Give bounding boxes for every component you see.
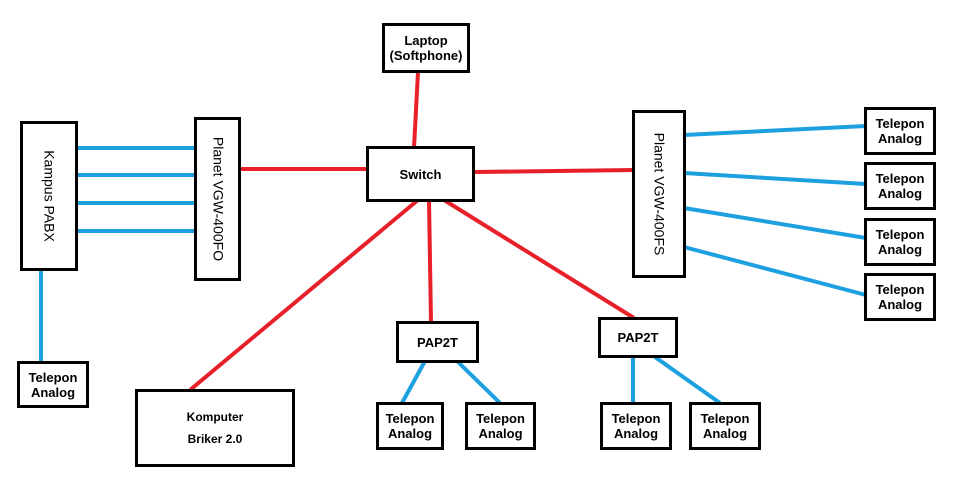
link-vgw400fs-telepon-1: [683, 124, 867, 137]
planet-vgw-400fo-node: Planet VGW-400FO: [194, 117, 241, 281]
link-pap2t1-telepon-2: [455, 359, 502, 405]
telepon-label: Telepon: [385, 411, 435, 426]
planet-vgw-400fo-label: Planet VGW-400FO: [210, 136, 227, 262]
link-switch-komputer: [188, 198, 420, 392]
link-switch-vgw400fs: [473, 168, 635, 174]
ethernet-links: [188, 71, 636, 392]
switch-node: Switch: [366, 146, 475, 202]
pap2t-label: PAP2T: [617, 330, 659, 345]
link-switch-pap2t-2: [442, 198, 636, 320]
komputer-sublabel: Briker 2.0: [187, 432, 243, 446]
analog-label: Analog: [613, 426, 659, 441]
link-vgw400fs-telepon-3: [683, 206, 867, 240]
pap2t-node-2: PAP2T: [598, 317, 678, 358]
telepon-label: Telepon: [875, 227, 925, 242]
analog-label: Analog: [877, 297, 923, 312]
laptop-sublabel: (Softphone): [389, 48, 463, 63]
analog-label: Analog: [702, 426, 748, 441]
telepon-label: Telepon: [476, 411, 525, 426]
analog-label: Analog: [478, 426, 523, 441]
analog-label: Analog: [30, 384, 76, 400]
telepon-label: Telepon: [700, 411, 750, 426]
link-pap2t2-telepon-2: [653, 355, 722, 405]
telepon-label: Telepon: [875, 171, 925, 186]
analog-label: Analog: [877, 186, 923, 201]
link-laptop-switch: [412, 71, 420, 149]
analog-label: Analog: [877, 131, 923, 146]
switch-label: Switch: [399, 166, 442, 182]
telepon-label: Telepon: [28, 369, 78, 385]
planet-vgw-400fs-node: Planet VGW-400FS: [632, 110, 686, 278]
komputer-label: Komputer: [186, 410, 244, 424]
pap2t-label: PAP2T: [417, 334, 458, 350]
analog-label: Analog: [387, 426, 433, 441]
komputer-briker-node: Komputer Briker 2.0: [135, 389, 295, 467]
laptop-softphone-node: Laptop (Softphone): [382, 23, 470, 73]
pap2t-node-1: PAP2T: [396, 321, 479, 363]
link-pap2t1-telepon-1: [400, 360, 427, 404]
telepon-label: Telepon: [875, 116, 925, 131]
laptop-label: Laptop: [404, 33, 448, 48]
link-vgw400fs-telepon-2: [683, 171, 867, 186]
telepon-label: Telepon: [875, 282, 925, 297]
telepon-label: Telepon: [611, 411, 661, 426]
link-switch-pap2t-1: [427, 199, 433, 323]
link-vgw400fs-telepon-4: [683, 245, 867, 297]
analog-label: Analog: [877, 242, 923, 257]
planet-vgw-400fs-label: Planet VGW-400FS: [651, 132, 668, 256]
kampus-pabx-node: Kampus PABX: [20, 121, 78, 271]
kampus-pabx-label: Kampus PABX: [41, 150, 58, 242]
analog-links: [39, 124, 867, 405]
